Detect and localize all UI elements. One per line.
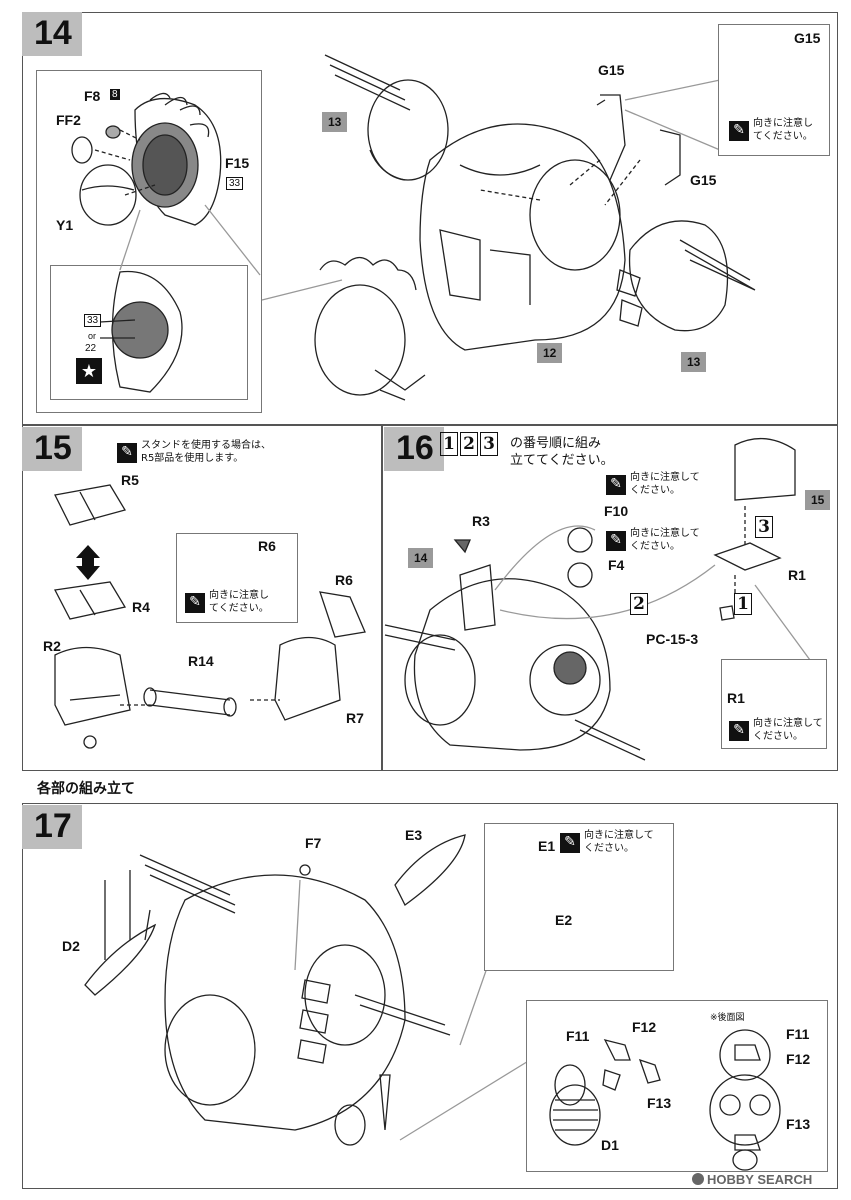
step-17-panel [22, 803, 838, 1189]
step-13-ref-a: 13 [322, 112, 348, 132]
step-15-number: 15 [22, 427, 82, 471]
step-14-ref: 14 [408, 548, 434, 568]
pc-15-3-label: PC-15-3 [646, 631, 699, 647]
caution-icon: ✎ [729, 720, 749, 741]
detail-alt-number: 22 [85, 343, 97, 354]
f4-label: F4 [608, 557, 625, 573]
watermark-logo-icon [692, 1173, 704, 1185]
detail-paint-badge: 33 [84, 314, 102, 327]
caution-icon: ✎ [606, 474, 626, 495]
f13-label: F13 [647, 1095, 672, 1111]
seq-number-1: 1 [734, 593, 752, 615]
f12-rear-label: F12 [786, 1051, 811, 1067]
f11-label: F11 [566, 1028, 590, 1044]
detail-or-text: or [88, 331, 97, 341]
r5-label: R5 [121, 472, 139, 488]
y1-label: Y1 [56, 217, 74, 233]
step-15-panel [22, 425, 382, 771]
caution-icon: ✎ [117, 442, 137, 463]
f10-orientation-note: ✎ 向きに注意して ください。 [606, 472, 700, 497]
rear-view-caption: ※後面図 [710, 1013, 745, 1023]
r14-label: R14 [188, 653, 214, 669]
order-box-1: 1 [440, 432, 458, 456]
e1-orientation-note: ✎ 向きに注意して ください。 [560, 830, 654, 855]
caution-icon: ✎ [606, 530, 626, 551]
seq-number-2: 2 [630, 593, 648, 615]
f15-paint-badge: 33 [226, 177, 244, 190]
f8-label: F8 [84, 88, 101, 104]
g15-label-b: G15 [690, 172, 717, 188]
order-box-3: 3 [480, 432, 498, 456]
ff2-label: FF2 [56, 112, 81, 128]
step-15-ref: 15 [805, 490, 831, 510]
caution-icon: ✎ [185, 592, 205, 613]
f13-rear-label: F13 [786, 1116, 811, 1132]
f12-label: F12 [632, 1019, 657, 1035]
r6-orientation-note: ✎ 向きに注意し てください。 [185, 590, 269, 615]
g15-detail-label: G15 [794, 30, 821, 46]
stand-usage-note: ✎ スタンドを使用する場合は、 R5部品を使用します。 [117, 440, 271, 465]
step-16-number: 16 [384, 427, 444, 471]
e1-label: E1 [538, 838, 556, 854]
f8-paint-badge: 8 [110, 89, 120, 100]
r4-label: R4 [132, 599, 150, 615]
order-box-2: 2 [460, 432, 478, 456]
e2-label: E2 [555, 912, 573, 928]
step-14-panel [22, 12, 838, 425]
r6-detail-label: R6 [258, 538, 276, 554]
step-13-ref-b: 13 [681, 352, 707, 372]
seq-number-3: 3 [755, 516, 773, 538]
g15-orientation-note: ✎ 向きに注意し てください。 [729, 118, 813, 143]
caution-icon: ✎ [560, 832, 580, 853]
order-text-2: 立ててください。 [510, 453, 614, 468]
d2-label: D2 [62, 938, 80, 954]
r1-detail-label: R1 [727, 690, 745, 706]
r1-orientation-note: ✎ 向きに注意して ください。 [729, 718, 823, 743]
order-text-1: の番号順に組み [510, 436, 602, 451]
caution-icon: ✎ [729, 120, 749, 141]
watermark: HOBBY SEARCH [692, 1172, 812, 1187]
g15-label-a: G15 [598, 62, 625, 78]
r1-label: R1 [788, 567, 806, 583]
star-icon: ★ [76, 358, 102, 384]
step-14-number: 14 [22, 12, 82, 56]
f10-label: F10 [604, 503, 629, 519]
d1-label: D1 [601, 1137, 619, 1153]
rear-view-detail-box [526, 1000, 828, 1172]
f11-rear-label: F11 [786, 1026, 810, 1042]
section-title: 各部の組み立て [37, 781, 135, 797]
f7-label: F7 [305, 835, 322, 851]
f4-orientation-note: ✎ 向きに注意して ください。 [606, 528, 700, 553]
r2-label: R2 [43, 638, 61, 654]
r7-label: R7 [346, 710, 364, 726]
step-16-panel [382, 425, 838, 771]
e3-label: E3 [405, 827, 423, 843]
step-12-ref: 12 [537, 343, 563, 363]
r3-label: R3 [472, 513, 490, 529]
step-17-number: 17 [22, 805, 82, 849]
f15-label: F15 [225, 155, 250, 171]
r6-label: R6 [335, 572, 353, 588]
g15-detail-box [718, 24, 830, 156]
